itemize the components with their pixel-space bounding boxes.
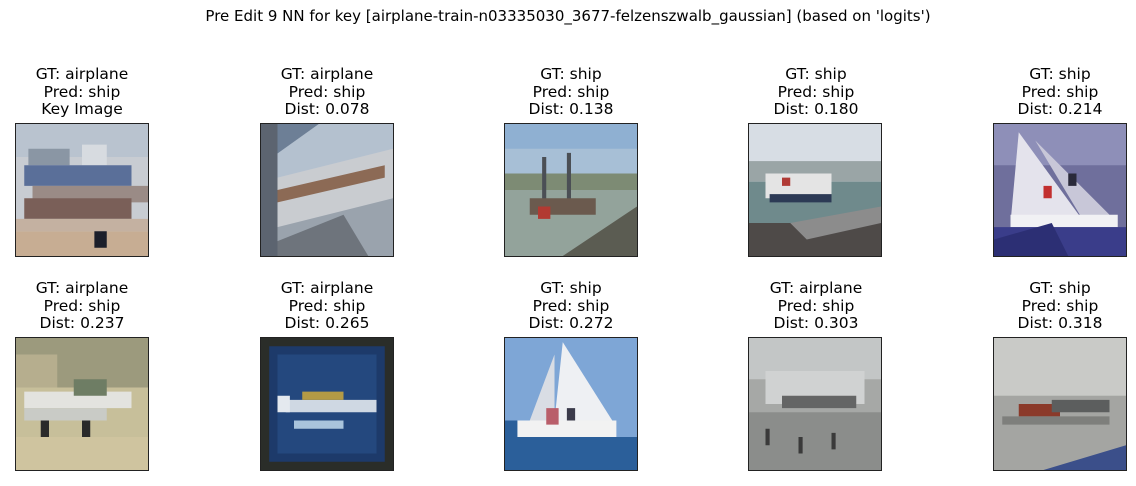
neighbor-thumbnail bbox=[993, 123, 1127, 257]
note-label: Dist: 0.318 bbox=[1017, 314, 1103, 332]
note-label: Dist: 0.237 bbox=[39, 314, 125, 332]
panel-caption: GT: airplane Pred: ship Dist: 0.265 bbox=[227, 279, 427, 333]
panel-caption: GT: airplane Pred: ship Dist: 0.078 bbox=[227, 65, 427, 119]
pred-label: Pred: ship bbox=[777, 82, 855, 101]
note-label: Dist: 0.272 bbox=[528, 314, 614, 332]
gt-label: GT: airplane bbox=[769, 279, 863, 297]
gt-label: GT: ship bbox=[540, 279, 602, 297]
note-label: Dist: 0.303 bbox=[773, 314, 859, 332]
panel-caption: GT: ship Pred: ship Dist: 0.180 bbox=[716, 65, 916, 119]
neighbor-thumbnail bbox=[260, 123, 394, 257]
panel-caption: GT: ship Pred: ship Dist: 0.138 bbox=[471, 65, 671, 119]
note-label: Dist: 0.265 bbox=[284, 314, 370, 332]
panel-caption: GT: ship Pred: ship Dist: 0.318 bbox=[960, 279, 1136, 333]
neighbor-thumbnail bbox=[748, 337, 882, 471]
note-label: Dist: 0.214 bbox=[1017, 100, 1103, 118]
panel-caption: GT: airplane Pred: ship Dist: 0.237 bbox=[0, 279, 182, 333]
neighbor-thumbnail bbox=[504, 123, 638, 257]
key-image-thumbnail bbox=[15, 123, 149, 257]
neighbor-thumbnail bbox=[993, 337, 1127, 471]
pred-label: Pred: ship bbox=[43, 82, 121, 101]
neighbor-thumbnail bbox=[260, 337, 394, 471]
note-label: Dist: 0.180 bbox=[773, 100, 859, 118]
neighbor-thumbnail bbox=[504, 337, 638, 471]
note-label: Dist: 0.078 bbox=[284, 100, 370, 118]
neighbor-thumbnail bbox=[15, 337, 149, 471]
gt-label: GT: ship bbox=[1029, 65, 1091, 83]
gt-label: GT: airplane bbox=[280, 65, 374, 83]
panel-caption: GT: airplane Pred: ship Key Image bbox=[0, 65, 182, 119]
pred-label: Pred: ship bbox=[532, 296, 610, 315]
pred-label: Pred: ship bbox=[777, 296, 855, 315]
pred-label: Pred: ship bbox=[1021, 82, 1099, 101]
pred-label: Pred: ship bbox=[288, 82, 366, 101]
gt-label: GT: airplane bbox=[35, 65, 129, 83]
note-label: Key Image bbox=[41, 100, 123, 118]
gt-label: GT: ship bbox=[785, 65, 847, 83]
gt-label: GT: ship bbox=[1029, 279, 1091, 297]
gt-label: GT: ship bbox=[540, 65, 602, 83]
pred-label: Pred: ship bbox=[288, 296, 366, 315]
pred-label: Pred: ship bbox=[43, 296, 121, 315]
pred-label: Pred: ship bbox=[532, 82, 610, 101]
panel-caption: GT: airplane Pred: ship Dist: 0.303 bbox=[716, 279, 916, 333]
gt-label: GT: airplane bbox=[35, 279, 129, 297]
panel-caption: GT: ship Pred: ship Dist: 0.214 bbox=[960, 65, 1136, 119]
neighbor-thumbnail bbox=[748, 123, 882, 257]
note-label: Dist: 0.138 bbox=[528, 100, 614, 118]
pred-label: Pred: ship bbox=[1021, 296, 1099, 315]
panel-caption: GT: ship Pred: ship Dist: 0.272 bbox=[471, 279, 671, 333]
gt-label: GT: airplane bbox=[280, 279, 374, 297]
figure-title: Pre Edit 9 NN for key [airplane-train-n0… bbox=[205, 7, 931, 25]
